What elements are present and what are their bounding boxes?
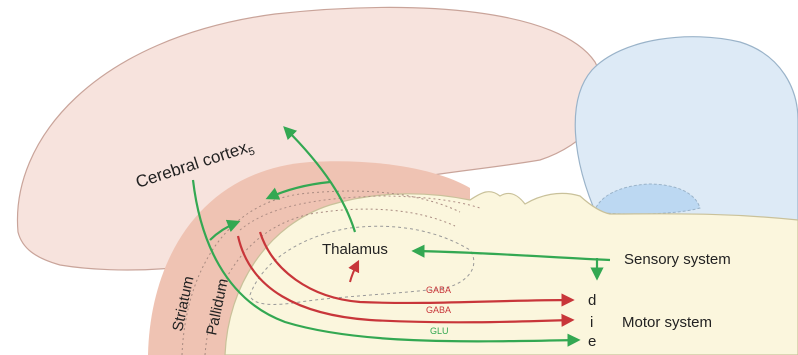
motor-system-label: Motor system — [622, 314, 712, 331]
output-i-label: i — [590, 314, 593, 331]
output-e-label: e — [588, 333, 596, 350]
sensory-system-label: Sensory system — [624, 251, 731, 268]
gaba-label-1: GABA — [426, 285, 451, 295]
output-d-label: d — [588, 292, 596, 309]
thalamus-label: Thalamus — [322, 241, 388, 258]
brainstem-region — [225, 192, 798, 355]
gaba-label-2: GABA — [426, 305, 451, 315]
glu-label: GLU — [430, 326, 449, 336]
